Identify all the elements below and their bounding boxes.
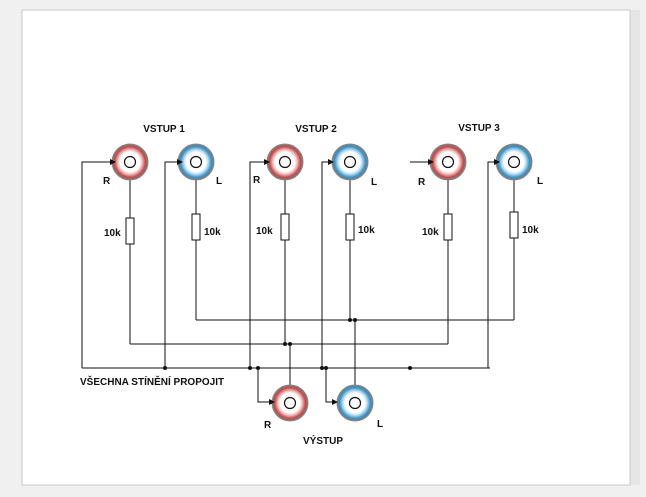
input-1-r-label: R (103, 176, 111, 187)
arrow-out-r (269, 399, 275, 405)
resistor-in1-l-value: 10k (204, 227, 221, 238)
output-l-label: L (377, 419, 383, 430)
shield-wire-in1-r (81, 161, 116, 368)
junction-dot (348, 318, 352, 322)
resistor-in1-r-value: 10k (104, 228, 121, 239)
junction-dot (324, 366, 328, 370)
junction-dot (163, 366, 167, 370)
arrow-in1-r (110, 159, 116, 165)
output-r-label: R (264, 420, 272, 431)
input-2-title: VSTUP 2 (295, 124, 337, 135)
arrowheads (110, 159, 500, 405)
resistor-in2-l (345, 213, 355, 241)
input-1-l-label: L (216, 176, 222, 187)
shield-note: VŠECHNA STÍNĚNÍ PROPOJIT (80, 375, 224, 388)
arrow-in2-r (264, 159, 270, 165)
diagram-paper (21, 9, 631, 486)
arrow-in1-l (177, 159, 183, 165)
arrow-in2-l (328, 159, 334, 165)
resistor-in3-l (509, 211, 519, 239)
resistor-in3-r (443, 213, 453, 241)
rca-connector-in2-r (266, 143, 304, 181)
input-3-l-label: L (537, 176, 543, 187)
shield-wire-in2-r (249, 161, 270, 368)
rca-connector-in3-r (429, 143, 467, 181)
junction-dot (408, 366, 412, 370)
input-1-title: VSTUP 1 (143, 124, 185, 135)
labels: VSTUP 1 VSTUP 2 VSTUP 3 R L R L R L 10k … (80, 123, 543, 447)
arrow-in3-l (494, 159, 500, 165)
junction-dot (248, 366, 252, 370)
junction-dot (320, 366, 324, 370)
rca-connector-in2-l (331, 143, 369, 181)
rca-connector-in1-r (111, 143, 149, 181)
arrow-in3-r (428, 159, 434, 165)
resistor-in2-r-value: 10k (256, 226, 273, 237)
right-gutter (630, 10, 640, 485)
input-3-r-label: R (418, 177, 426, 188)
junction-dot (256, 366, 260, 370)
input-2-l-label: L (371, 177, 377, 188)
rca-connector-out-l (336, 384, 374, 422)
resistor-in2-l-value: 10k (358, 225, 375, 236)
junction-dot (283, 342, 287, 346)
arrow-out-l (332, 399, 338, 405)
resistor-in3-r-value: 10k (422, 227, 439, 238)
resistors (125, 211, 519, 245)
resistor-in3-l-value: 10k (522, 225, 539, 236)
resistor-in1-l (191, 213, 201, 241)
junction-dot (353, 318, 357, 322)
output-title: VÝSTUP (303, 434, 343, 447)
resistor-in1-r (125, 217, 135, 245)
rca-connector-out-r (271, 384, 309, 422)
junction-dot (288, 342, 292, 346)
input-2-r-label: R (253, 175, 261, 186)
rca-connector-in1-l (177, 143, 215, 181)
junctions (163, 318, 412, 370)
rca-connector-in3-l (495, 143, 533, 181)
input-3-title: VSTUP 3 (458, 123, 500, 134)
resistor-in2-r (280, 213, 290, 241)
